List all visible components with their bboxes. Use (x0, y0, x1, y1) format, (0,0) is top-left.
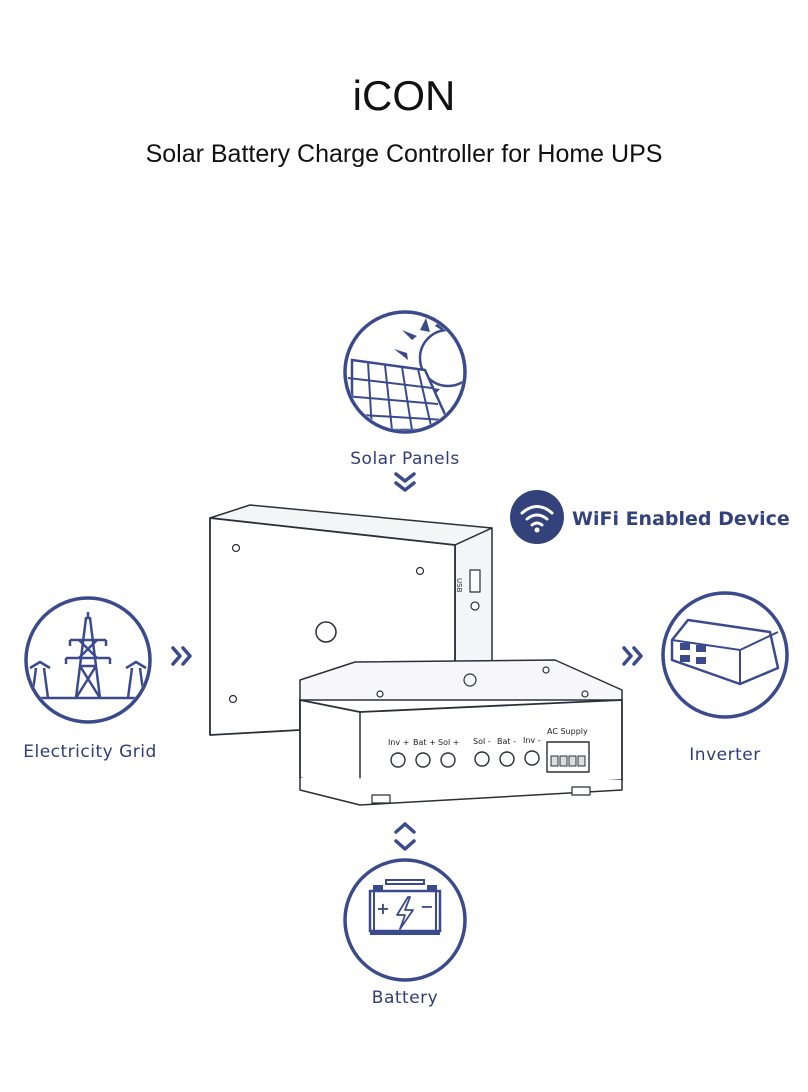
port-label-bat-plus: Bat + (413, 738, 436, 747)
port-label-sol-plus: Sol + (438, 738, 460, 747)
port-label-bat-minus: Bat - (497, 737, 516, 746)
arrow-down-icon (394, 472, 416, 492)
battery-label: Battery (371, 988, 439, 1008)
wifi-enabled-label: WiFi Enabled Device (572, 508, 790, 530)
wifi-icon (510, 490, 564, 544)
solar-panels-label: Solar Panels (350, 449, 460, 469)
port-label-inv-plus: Inv + (388, 738, 410, 747)
electricity-grid-label: Electricity Grid (23, 742, 157, 762)
controller-terminal-unit (299, 659, 623, 806)
battery-icon: + − (343, 858, 467, 982)
usb-label: USB (455, 578, 463, 593)
port-label-inv-minus: Inv - (523, 736, 541, 745)
arrow-right-icon (171, 646, 192, 666)
page-title: iCON (352, 72, 456, 119)
ac-supply-label: AC Supply (547, 727, 588, 736)
inverter-icon (661, 591, 789, 719)
solar-panel-icon (343, 310, 467, 434)
svg-text:+: + (376, 899, 389, 918)
page-subtitle: Solar Battery Charge Controller for Home… (145, 140, 663, 168)
transmission-tower-icon (24, 596, 152, 724)
port-label-sol-minus: Sol - (473, 737, 491, 746)
svg-text:−: − (420, 897, 433, 916)
inverter-label: Inverter (689, 745, 761, 765)
arrow-up-down-icon (394, 822, 416, 851)
arrow-right-icon (622, 646, 643, 666)
